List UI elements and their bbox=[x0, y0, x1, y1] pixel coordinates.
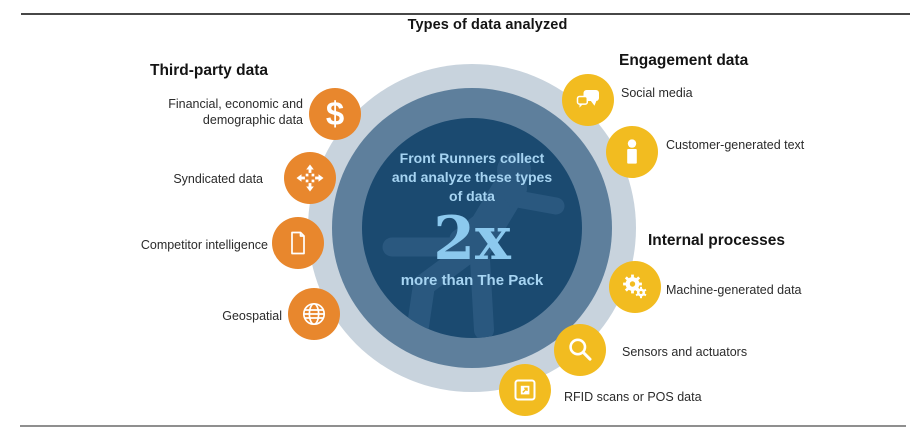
top-divider bbox=[21, 13, 910, 15]
label-geospatial: Geospatial bbox=[222, 309, 282, 323]
center-intro-line2: and analyze these types bbox=[391, 169, 553, 185]
dollar-icon: $ bbox=[309, 88, 361, 140]
label-financial-economic-demographic-data: Financial, economic and demographic data bbox=[168, 97, 303, 127]
heading-engagement-data: Engagement data bbox=[619, 52, 749, 69]
label-customer-generated-text: Customer-generated text bbox=[666, 138, 805, 152]
dollar-glyph: $ bbox=[325, 94, 345, 132]
magnifier-icon bbox=[554, 324, 606, 376]
multiplier-caption: more than The Pack bbox=[400, 272, 544, 289]
center-message: Front Runners collect and analyze these … bbox=[362, 118, 582, 289]
center-intro-line1: Front Runners collect bbox=[399, 150, 545, 166]
center-intro-line3: of data bbox=[449, 188, 495, 204]
heading-internal-processes: Internal processes bbox=[648, 232, 785, 249]
label-sensors-and-actuators: Sensors and actuators bbox=[622, 345, 748, 359]
label-competitor-intelligence: Competitor intelligence bbox=[140, 238, 268, 252]
multiplier-value: 2x bbox=[433, 204, 511, 274]
heading-third-party-data: Third-party data bbox=[150, 62, 268, 79]
speech-bubbles-icon bbox=[562, 74, 614, 126]
document-icon bbox=[272, 217, 324, 269]
syndicate-arrows-icon bbox=[284, 152, 336, 204]
label-syndicated-data: Syndicated data bbox=[173, 172, 263, 186]
bottom-divider bbox=[20, 425, 906, 427]
rfid-tag-icon bbox=[499, 364, 551, 416]
person-icon bbox=[606, 126, 658, 178]
label-social-media: Social media bbox=[621, 86, 693, 100]
globe-icon bbox=[288, 288, 340, 340]
gears-icon bbox=[609, 261, 661, 313]
label-rfid-scans-or-pos-data: RFID scans or POS data bbox=[564, 390, 702, 404]
runner-silhouette-icon bbox=[382, 153, 565, 338]
page-title: Types of data analyzed bbox=[407, 17, 568, 33]
label-machine-generated-data: Machine-generated data bbox=[666, 283, 802, 297]
center-circle bbox=[362, 118, 582, 338]
